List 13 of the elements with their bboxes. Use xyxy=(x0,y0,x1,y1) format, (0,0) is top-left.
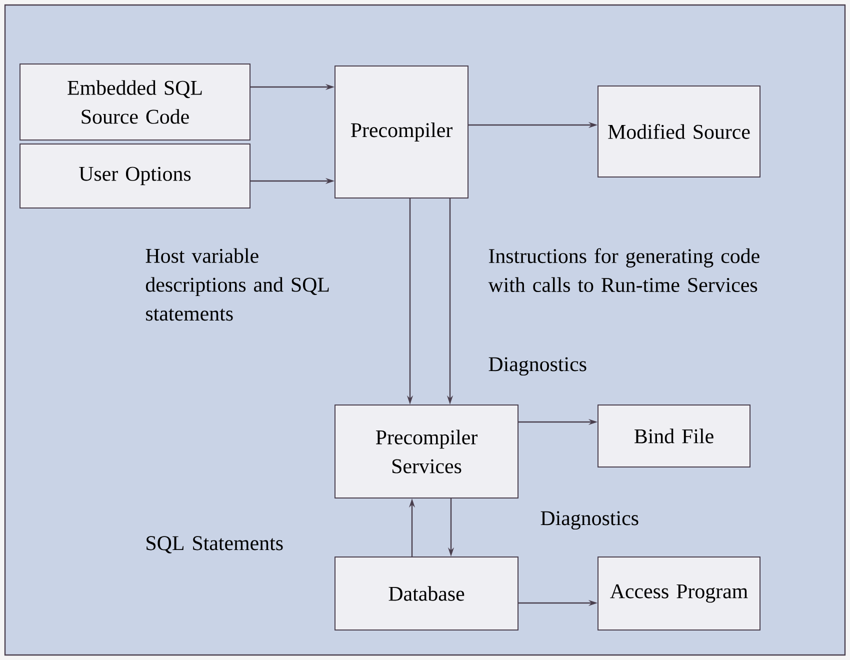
process-box: Bind File xyxy=(598,404,750,468)
process-box: Access Program xyxy=(598,556,760,630)
process-box: Embedded SQL Source Code xyxy=(20,64,250,140)
process-box: Precompiler Services xyxy=(334,404,518,498)
annotation-text: Diagnostics xyxy=(540,511,638,530)
annotation-text: Instructions for generating code with calls to Run-time Services xyxy=(488,248,760,292)
annotation-text: SQL Statements xyxy=(146,536,283,554)
process-box: Precompiler xyxy=(334,66,468,198)
process-box: User Options xyxy=(20,144,250,208)
annotation-text: Host variable descriptions and SQL statements xyxy=(146,248,329,321)
process-box: Database xyxy=(334,556,518,630)
annotation-text: Diagnostics xyxy=(488,357,586,376)
process-box: Modified Source xyxy=(598,86,760,178)
